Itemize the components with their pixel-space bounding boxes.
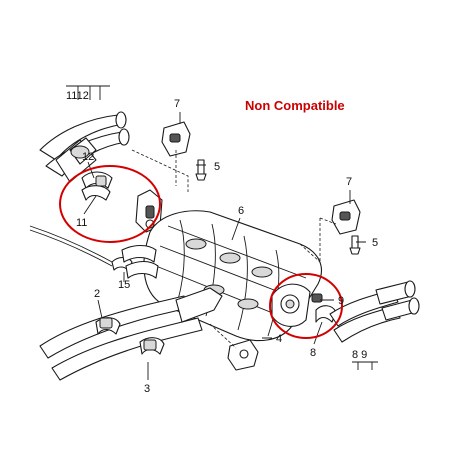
callout-15: 15 bbox=[118, 279, 130, 291]
callout-7-top: 7 bbox=[174, 98, 180, 110]
bolt-5-right bbox=[349, 235, 361, 255]
callout-7-right: 7 bbox=[346, 176, 352, 188]
clamp-12 bbox=[81, 171, 113, 201]
bracket-7-right bbox=[331, 199, 361, 235]
highlight-ring-left bbox=[59, 165, 161, 243]
intermediate-pipes bbox=[39, 287, 223, 381]
callout-4: 4 bbox=[276, 333, 282, 345]
front-downpipe bbox=[39, 111, 130, 183]
callout-11: 11 bbox=[76, 217, 87, 229]
callout-5-right: 5 bbox=[372, 237, 378, 249]
leader-lines bbox=[66, 85, 378, 380]
callout-3: 3 bbox=[144, 383, 150, 395]
bolt-5-top bbox=[195, 159, 207, 181]
callout-9: 9 bbox=[338, 295, 344, 307]
callout-1112: 1112 bbox=[66, 90, 89, 102]
non-compatible-notice: Non Compatible bbox=[245, 98, 345, 113]
bracket-7-top bbox=[161, 121, 191, 157]
highlight-ring-right bbox=[269, 273, 343, 339]
silencer-outlet-flange bbox=[271, 283, 337, 327]
assembly-line-bottom bbox=[209, 323, 237, 349]
callout-8: 8 bbox=[310, 347, 316, 359]
assembly-line-right bbox=[299, 217, 337, 263]
assembly-line-top bbox=[131, 149, 189, 192]
callout-89: 8 9 bbox=[352, 349, 367, 361]
silencer-inlet-pipes bbox=[121, 244, 159, 279]
rear-tailpipes bbox=[329, 280, 420, 343]
callout-6: 6 bbox=[238, 205, 244, 217]
rear-hanger-bracket-4 bbox=[227, 339, 259, 371]
bracket-rod-15 bbox=[29, 225, 133, 271]
callout-5-top: 5 bbox=[214, 161, 220, 173]
callout-2: 2 bbox=[94, 288, 100, 300]
callout-12: 12 bbox=[82, 151, 94, 163]
